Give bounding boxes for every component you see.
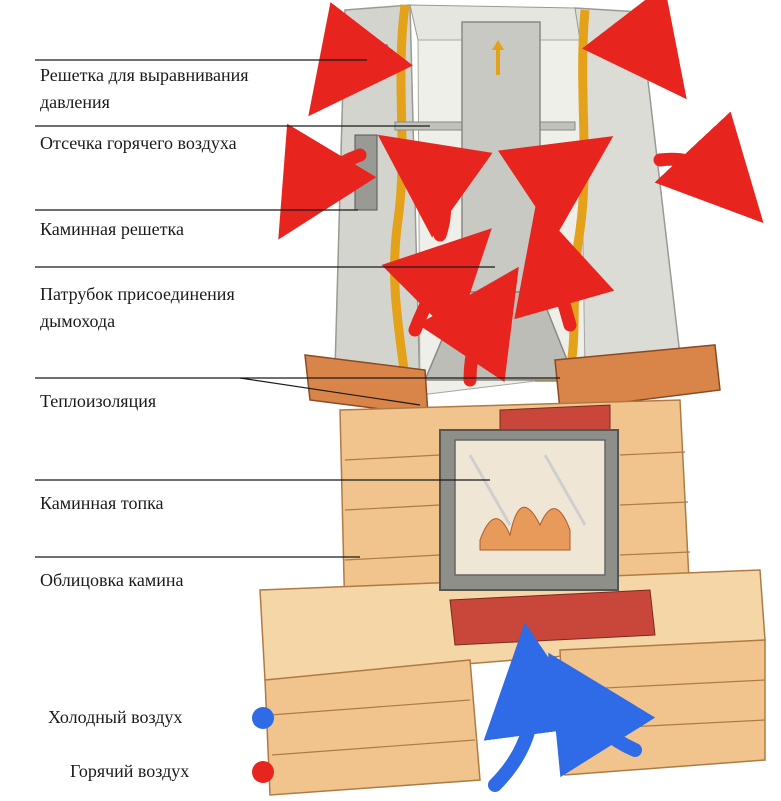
cold-air-arrows [483,622,656,792]
legend-hot-label: Горячий воздух [70,761,190,781]
label-cladding: Облицовка камина [40,570,184,590]
leader-insulation-2 [239,377,421,406]
hot-air-arrows [278,0,764,387]
firebox-shape [439,429,619,591]
label-fireplace-grille: Каминная решетка [40,219,184,239]
legend-hot-dot [252,761,274,783]
label-flue-pipe: Патрубок присоединения дымохода [40,284,235,331]
grille-shape [354,134,378,211]
legend-cold-dot [252,707,274,729]
label-firebox: Каминная топка [40,493,164,513]
label-hot-air-cutoff: Отсечка горячего воздуха [40,133,237,153]
label-pressure-grille: Решетка для выравнивания давления [40,65,249,112]
beam-right [554,344,721,411]
leader-lines [35,59,560,558]
label-insulation: Теплоизоляция [40,391,157,411]
legend-cold-label: Холодный воздух [48,707,183,727]
pressure-grille-shape [364,44,388,68]
